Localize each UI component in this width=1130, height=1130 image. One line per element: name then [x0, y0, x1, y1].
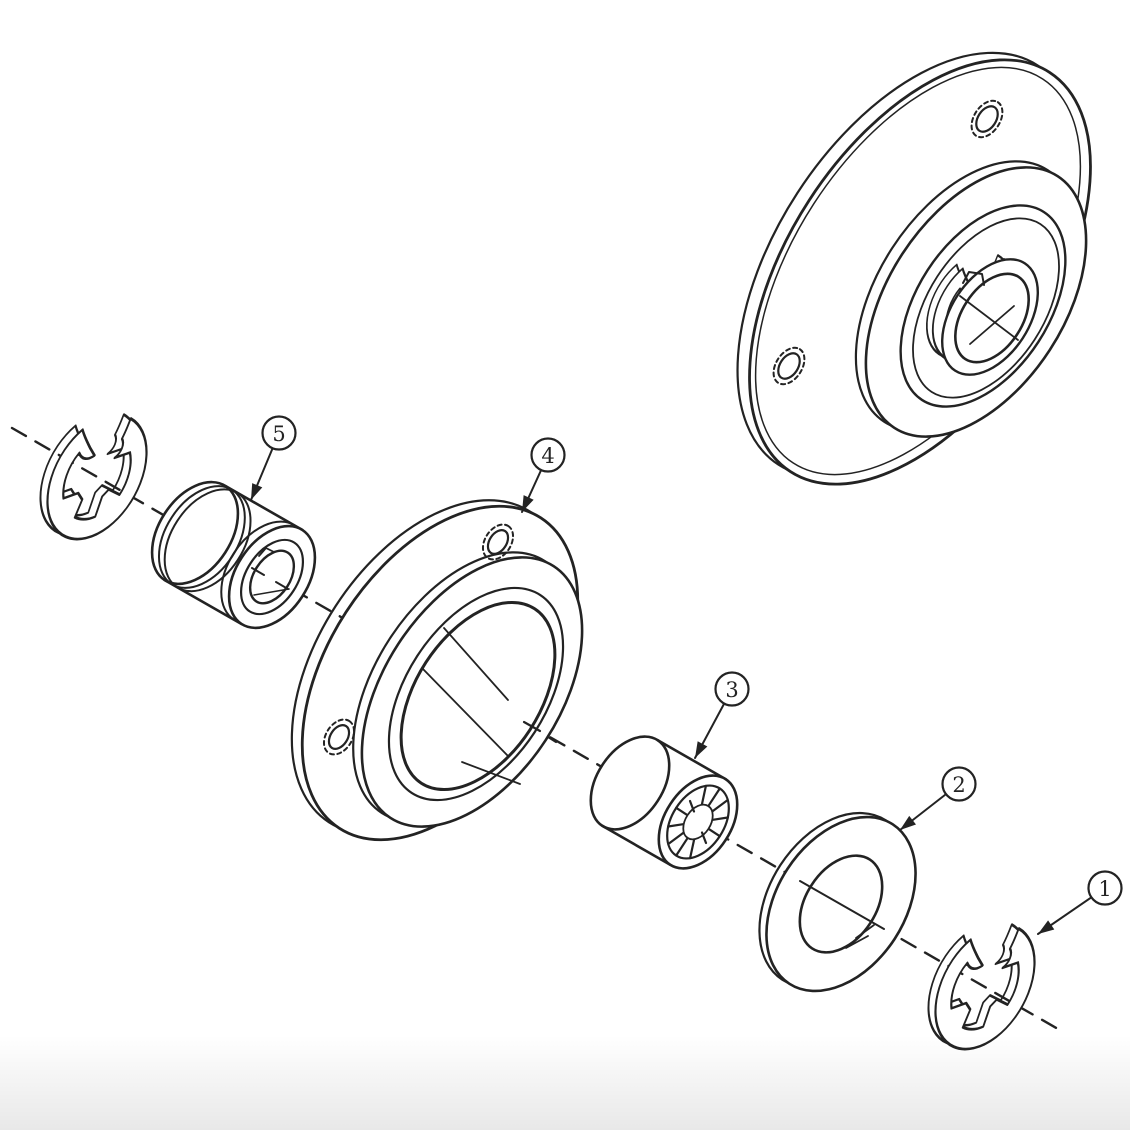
spacer-bore-chord — [253, 588, 290, 596]
retaining-clip-left — [29, 407, 157, 551]
hub-bearing-seat-inner — [912, 217, 1060, 399]
spacer-face-annulus — [239, 538, 305, 616]
thrust-washer — [758, 811, 917, 993]
hub-bearing-seat-outer — [899, 204, 1067, 408]
hub-keyway-notch — [962, 271, 985, 286]
washer-bore-wall-line — [855, 924, 875, 939]
spacer-front-face — [227, 524, 317, 630]
bearing-body-fill — [602, 740, 726, 865]
flange-housing — [290, 499, 584, 842]
callout-balloon-4 — [530, 437, 566, 473]
callout-number-3: 3 — [725, 678, 738, 702]
washer-centerline-through-hole — [799, 880, 885, 930]
retaining-clip-right — [917, 917, 1045, 1061]
bearing-top-edge — [656, 738, 728, 781]
flange-bore-wall-line — [443, 627, 509, 701]
flange-mounting-hole-top — [481, 523, 515, 561]
washer-hole — [798, 854, 884, 954]
leader-arrowhead — [1034, 920, 1055, 939]
spacer-bore — [248, 549, 296, 605]
flange-bore-wall-line — [421, 667, 509, 757]
bearing-cage-inner-edge — [682, 803, 714, 841]
callout-balloon-3 — [714, 671, 750, 707]
flange-boss-face — [360, 556, 584, 828]
flange-bore — [399, 600, 557, 792]
hub-mounting-hole-top — [970, 99, 1004, 139]
callout-1: 1 — [1034, 870, 1123, 939]
bearing-open-face — [657, 774, 739, 870]
callout-2: 2 — [896, 766, 977, 835]
callout-balloon-1 — [1087, 870, 1123, 906]
callout-number-4: 4 — [541, 444, 554, 468]
flange-mounting-hole-bottom — [322, 718, 356, 756]
callout-number-5: 5 — [272, 422, 285, 446]
leader-arrowhead — [690, 741, 708, 761]
assembled-hub — [736, 51, 1092, 486]
callout-number-1: 1 — [1098, 877, 1111, 901]
flange-centerline-dash — [522, 720, 542, 733]
bearing-bottom-edge — [600, 824, 672, 867]
spacer-keyway-notch — [258, 547, 275, 557]
washer-bore-wall-line — [845, 935, 869, 949]
spacer-bore-centerline-dash — [275, 581, 289, 590]
needle-bearing — [589, 735, 739, 870]
hub-bore-chord — [969, 305, 1015, 345]
callout-3: 3 — [690, 671, 750, 761]
callout-4: 4 — [516, 437, 566, 515]
callout-5: 5 — [245, 415, 297, 503]
spacer-bore-centerline-dash — [251, 567, 265, 576]
callout-balloon-2 — [941, 766, 977, 802]
flange-centerline-dash — [546, 735, 558, 744]
spacer-bushing — [150, 480, 317, 630]
spacer-bottom-edge — [163, 578, 243, 626]
callout-number-2: 2 — [952, 773, 965, 797]
flange-bore-chamfer — [387, 586, 565, 802]
flange-bore-wall-line — [461, 761, 521, 785]
hub-bore-chord — [959, 295, 1019, 341]
hub-mounting-hole-left — [772, 346, 806, 386]
callout-balloon-5 — [261, 415, 297, 451]
